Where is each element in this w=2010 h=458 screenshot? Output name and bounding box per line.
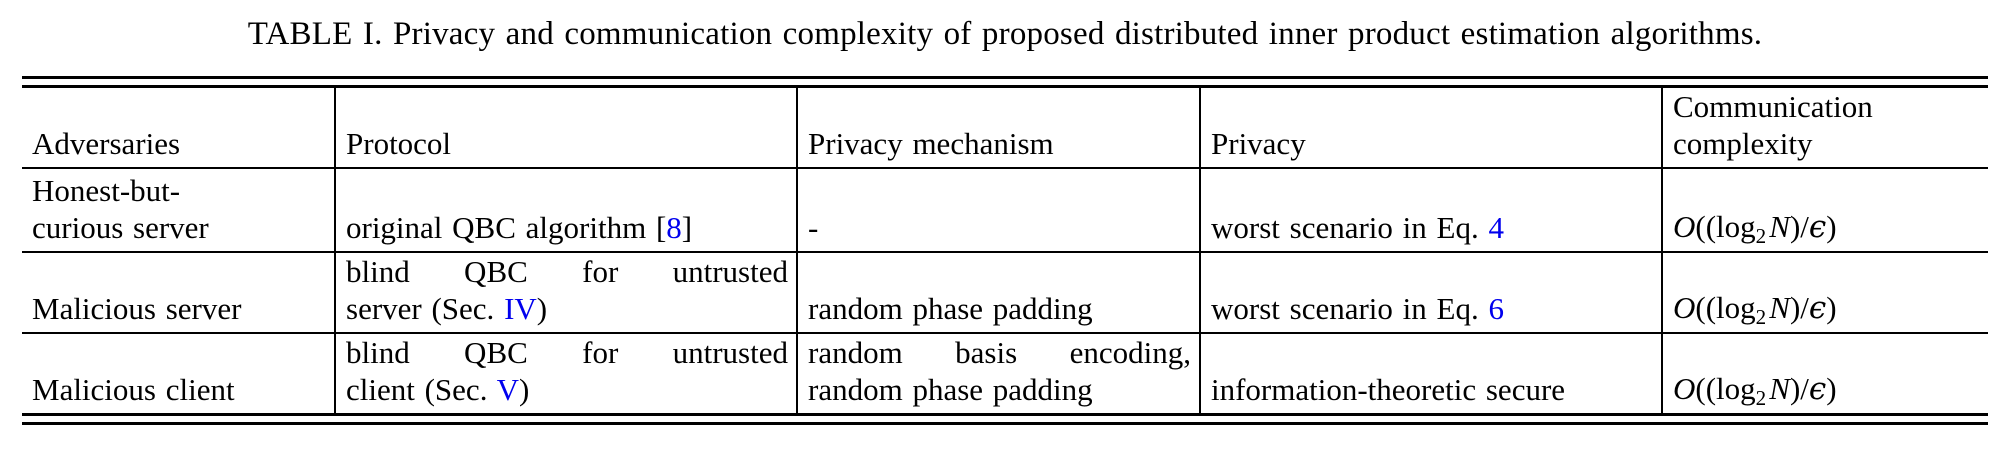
- header-adversaries: Adversaries: [32, 126, 181, 161]
- big-o: O: [1673, 209, 1696, 244]
- protocol-text: ): [519, 372, 530, 407]
- complexity-formula: O((log2N)/ϵ): [1673, 290, 1837, 327]
- cell-privacy-mechanism: -: [796, 168, 1200, 252]
- table-caption: TABLE I. Privacy and communication compl…: [247, 15, 1763, 52]
- protocol-line: server (Sec. IV): [346, 290, 788, 327]
- cell-privacy: worst scenario in Eq. 4: [1199, 168, 1662, 252]
- protocol-text: ): [536, 291, 548, 326]
- cell-communication-complexity: O((log2N)/ϵ): [1661, 252, 1988, 333]
- rule-line: [22, 422, 1988, 425]
- privacy-mechanism-line: random phase padding: [808, 372, 1093, 407]
- math-text: ((log: [1695, 371, 1756, 406]
- header-communication-complexity: Communication complexity: [1661, 88, 1988, 168]
- math-text: ): [1826, 209, 1837, 244]
- math-text: )/: [1789, 209, 1809, 244]
- math-text: ): [1826, 371, 1837, 406]
- cell-communication-complexity: O((log2N)/ϵ): [1661, 333, 1988, 413]
- math-n: N: [1769, 290, 1790, 325]
- epsilon-symbol: ϵ: [1808, 290, 1827, 326]
- table-row: Malicious server blind QBC for untrusted…: [22, 252, 1988, 333]
- math-text: ((log: [1695, 209, 1756, 244]
- cell-privacy: information-theoretic secure: [1199, 333, 1662, 413]
- math-text: ): [1826, 290, 1837, 325]
- math-n: N: [1769, 209, 1790, 244]
- log-subscript: 2: [1755, 385, 1767, 410]
- protocol-text: ]: [681, 210, 693, 245]
- header-protocol: Protocol: [334, 88, 797, 168]
- citation-link-8[interactable]: 8: [666, 210, 682, 245]
- header-communication-line1: Communication: [1673, 89, 1873, 124]
- protocol-text: client (Sec.: [346, 372, 497, 407]
- header-privacy: Privacy: [1199, 88, 1662, 168]
- cell-protocol: blind QBC for untrusted client (Sec. V): [334, 333, 797, 413]
- eq-link-4[interactable]: 4: [1488, 210, 1504, 245]
- protocol-line: client (Sec. V): [346, 371, 788, 408]
- math-n: N: [1769, 371, 1790, 406]
- cell-privacy: worst scenario in Eq. 6: [1199, 252, 1662, 333]
- protocol-line-justified: blind QBC for untrusted: [346, 254, 788, 289]
- header-privacy-mechanism: Privacy mechanism: [796, 88, 1200, 168]
- protocol-text: original QBC algorithm [: [346, 210, 667, 245]
- privacy-text: worst scenario in Eq.: [1211, 210, 1489, 245]
- table-row: Honest-but- curious server original QBC …: [22, 168, 1988, 252]
- top-double-rule: [22, 76, 1988, 88]
- epsilon-symbol: ϵ: [1808, 209, 1827, 245]
- privacy-mechanism-line-justified: random basis encoding,: [808, 335, 1191, 370]
- eq-link-6[interactable]: 6: [1488, 291, 1504, 326]
- bottom-double-rule: [22, 413, 1988, 425]
- cell-protocol: blind QBC for untrusted server (Sec. IV): [334, 252, 797, 333]
- section-link-v[interactable]: V: [496, 372, 520, 407]
- privacy-text: worst scenario in Eq.: [1211, 291, 1489, 326]
- math-text: )/: [1789, 371, 1809, 406]
- adversary-line: Honest-but-: [32, 173, 181, 208]
- cell-adversaries: Malicious server: [32, 291, 242, 326]
- cell-communication-complexity: O((log2N)/ϵ): [1661, 168, 1988, 252]
- cell-privacy-mechanism: random phase padding: [796, 252, 1200, 333]
- rule-line: [22, 76, 1988, 79]
- cell-adversaries: Malicious client: [32, 372, 235, 407]
- complexity-table: Adversaries Protocol Privacy mechanism P…: [22, 88, 1988, 413]
- table-row: Malicious client blind QBC for untrusted…: [22, 333, 1988, 413]
- header-row: Adversaries Protocol Privacy mechanism P…: [22, 88, 1988, 168]
- header-communication-line2: complexity: [1673, 126, 1813, 161]
- cell-adversaries: Honest-but- curious server: [22, 168, 335, 252]
- cell-protocol: original QBC algorithm [8]: [334, 168, 797, 252]
- log-subscript: 2: [1755, 223, 1767, 248]
- complexity-formula: O((log2N)/ϵ): [1673, 209, 1837, 246]
- epsilon-symbol: ϵ: [1808, 371, 1827, 407]
- adversary-line: curious server: [32, 210, 209, 245]
- rule-line: [22, 413, 1988, 416]
- rule-line: [22, 85, 1988, 88]
- cell-privacy-mechanism: random basis encoding, random phase padd…: [796, 333, 1200, 413]
- big-o: O: [1673, 290, 1696, 325]
- complexity-formula: O((log2N)/ϵ): [1673, 371, 1837, 408]
- log-subscript: 2: [1755, 304, 1767, 329]
- protocol-text: server (Sec.: [346, 291, 505, 326]
- math-text: )/: [1789, 290, 1809, 325]
- math-text: ((log: [1695, 290, 1756, 325]
- section-link-iv[interactable]: IV: [504, 291, 537, 326]
- big-o: O: [1673, 371, 1696, 406]
- protocol-line-justified: blind QBC for untrusted: [346, 335, 788, 370]
